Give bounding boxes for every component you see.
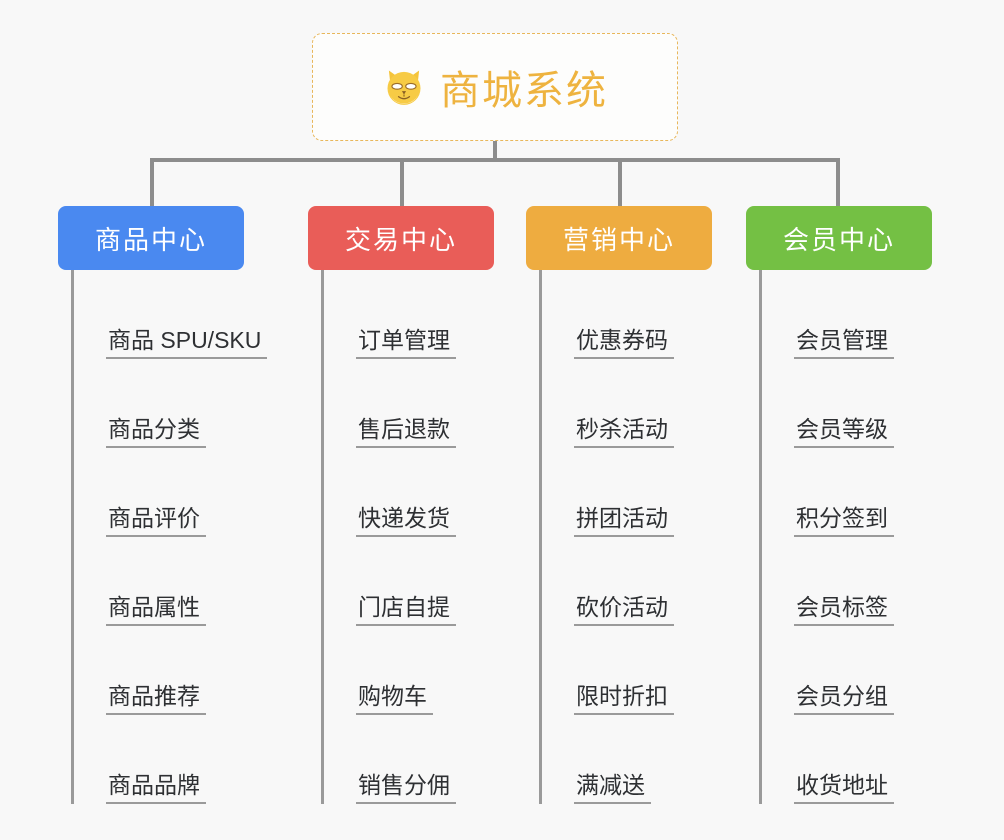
leaf-list-1: 商品 SPU/SKU 商品分类商品评价商品属性商品推荐商品品牌	[71, 270, 268, 804]
leaf-item[interactable]: 商品推荐	[74, 626, 244, 715]
leaf-item[interactable]: 满减送	[542, 715, 712, 804]
branch-column-2: 交易中心订单管理售后退款快递发货门店自提购物车销售分佣	[308, 206, 494, 804]
leaf-item-label: 商品评价	[106, 505, 206, 537]
leaf-item[interactable]: 拼团活动	[542, 448, 712, 537]
leaf-item[interactable]: 优惠券码	[542, 270, 712, 359]
leaf-item-label: 订单管理	[356, 327, 456, 359]
leaf-item-label: 商品分类	[106, 416, 206, 448]
leaf-item-label: 会员标签	[794, 594, 894, 626]
leaf-item[interactable]: 商品评价	[74, 448, 244, 537]
leaf-item-label: 会员分组	[794, 683, 894, 715]
leaf-item[interactable]: 门店自提	[324, 537, 494, 626]
connector-drop-4	[836, 158, 840, 208]
leaf-item[interactable]: 购物车	[324, 626, 494, 715]
leaf-item-label: 秒杀活动	[574, 416, 674, 448]
leaf-item[interactable]: 积分签到	[762, 448, 932, 537]
branch-column-4: 会员中心会员管理会员等级积分签到会员标签会员分组收货地址	[746, 206, 932, 804]
leaf-item[interactable]: 秒杀活动	[542, 359, 712, 448]
leaf-item-label: 会员管理	[794, 327, 894, 359]
branch-column-3: 营销中心优惠券码秒杀活动拼团活动砍价活动限时折扣满减送	[526, 206, 712, 804]
leaf-item-label: 快递发货	[356, 505, 456, 537]
category-node-1[interactable]: 商品中心	[58, 206, 244, 270]
leaf-item[interactable]: 收货地址	[762, 715, 932, 804]
leaf-item[interactable]: 订单管理	[324, 270, 494, 359]
leaf-item-label: 商品 SPU/SKU	[106, 327, 268, 359]
leaf-item[interactable]: 商品品牌	[74, 715, 244, 804]
leaf-item-label: 商品属性	[106, 594, 206, 626]
leaf-item[interactable]: 会员等级	[762, 359, 932, 448]
leaf-item[interactable]: 限时折扣	[542, 626, 712, 715]
leaf-item-label: 商品推荐	[106, 683, 206, 715]
connector-bus	[150, 158, 838, 162]
connector-drop-1	[150, 158, 154, 208]
leaf-item[interactable]: 快递发货	[324, 448, 494, 537]
connector-root-stem	[493, 141, 497, 161]
category-node-3[interactable]: 营销中心	[526, 206, 712, 270]
leaf-item-label: 购物车	[356, 683, 433, 715]
connector-drop-2	[400, 158, 404, 208]
leaf-list-4: 会员管理会员等级积分签到会员标签会员分组收货地址	[759, 270, 932, 804]
leaf-item[interactable]: 商品属性	[74, 537, 244, 626]
leaf-item-label: 收货地址	[794, 772, 894, 804]
leaf-item-label: 砍价活动	[574, 594, 674, 626]
leaf-item-label: 满减送	[574, 772, 651, 804]
leaf-item-label: 门店自提	[356, 594, 456, 626]
leaf-item[interactable]: 销售分佣	[324, 715, 494, 804]
leaf-item[interactable]: 售后退款	[324, 359, 494, 448]
leaf-item[interactable]: 商品分类	[74, 359, 244, 448]
leaf-item-label: 商品品牌	[106, 772, 206, 804]
leaf-item[interactable]: 会员管理	[762, 270, 932, 359]
category-node-2[interactable]: 交易中心	[308, 206, 494, 270]
leaf-item[interactable]: 会员标签	[762, 537, 932, 626]
root-node[interactable]: 商城系统	[312, 33, 678, 141]
leaf-item[interactable]: 砍价活动	[542, 537, 712, 626]
leaf-item[interactable]: 商品 SPU/SKU	[74, 270, 268, 359]
leaf-item-label: 优惠券码	[574, 327, 674, 359]
leaf-item-label: 积分签到	[794, 505, 894, 537]
branch-column-1: 商品中心商品 SPU/SKU 商品分类商品评价商品属性商品推荐商品品牌	[58, 206, 268, 804]
leaf-item-label: 会员等级	[794, 416, 894, 448]
category-node-4[interactable]: 会员中心	[746, 206, 932, 270]
connector-drop-3	[618, 158, 622, 208]
leaf-item-label: 销售分佣	[356, 772, 456, 804]
leaf-item-label: 限时折扣	[574, 683, 674, 715]
leaf-list-3: 优惠券码秒杀活动拼团活动砍价活动限时折扣满减送	[539, 270, 712, 804]
root-title: 商城系统	[440, 69, 608, 113]
leaf-item-label: 售后退款	[356, 416, 456, 448]
leaf-list-2: 订单管理售后退款快递发货门店自提购物车销售分佣	[321, 270, 494, 804]
dog-face-icon	[382, 65, 426, 109]
leaf-item-label: 拼团活动	[574, 505, 674, 537]
leaf-item[interactable]: 会员分组	[762, 626, 932, 715]
